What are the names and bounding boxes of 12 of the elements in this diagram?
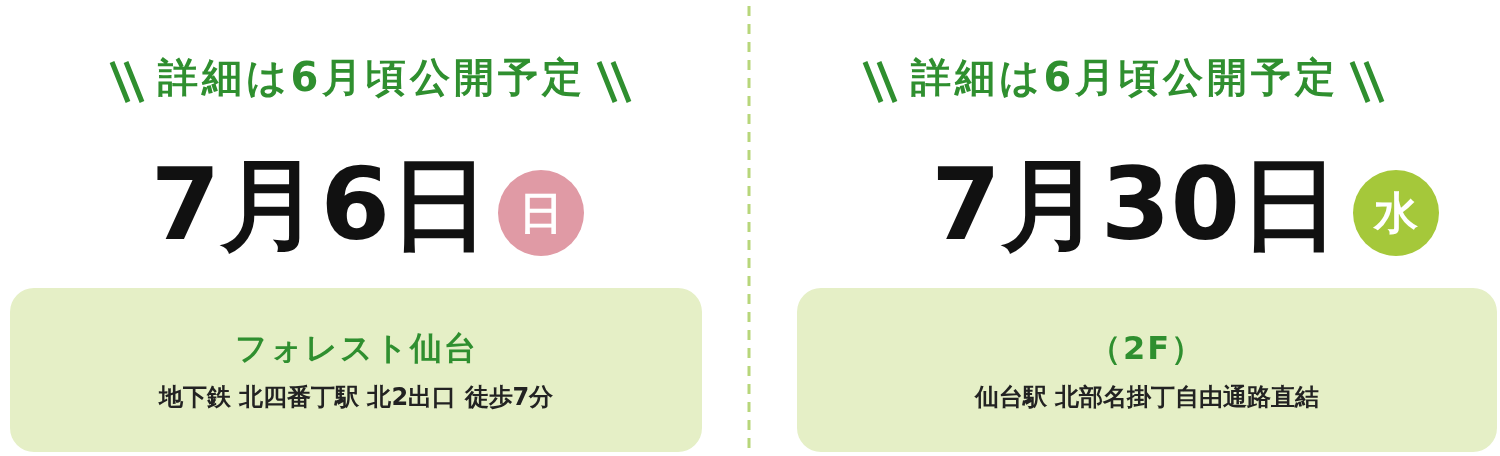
venue-name: フォレスト仙台 bbox=[234, 328, 478, 369]
date-text: 7月30日 bbox=[931, 155, 1340, 255]
venue-name: （2F） bbox=[1088, 328, 1206, 369]
headline-text: 詳細は6月頃公開予定 bbox=[910, 53, 1340, 102]
weekday-badge: 水 bbox=[1353, 170, 1439, 256]
venue-panel bbox=[10, 288, 702, 452]
date-text: 7月6日 bbox=[150, 155, 490, 255]
access-text: 仙台駅 北部名掛丁自由通路直結 bbox=[974, 382, 1320, 413]
access-text: 地下鉄 北四番丁駅 北2出口 徒歩7分 bbox=[158, 382, 554, 413]
headline-text: 詳細は6月頃公開予定 bbox=[157, 53, 587, 102]
weekday-badge: 日 bbox=[498, 170, 584, 256]
venue-panel bbox=[797, 288, 1497, 452]
